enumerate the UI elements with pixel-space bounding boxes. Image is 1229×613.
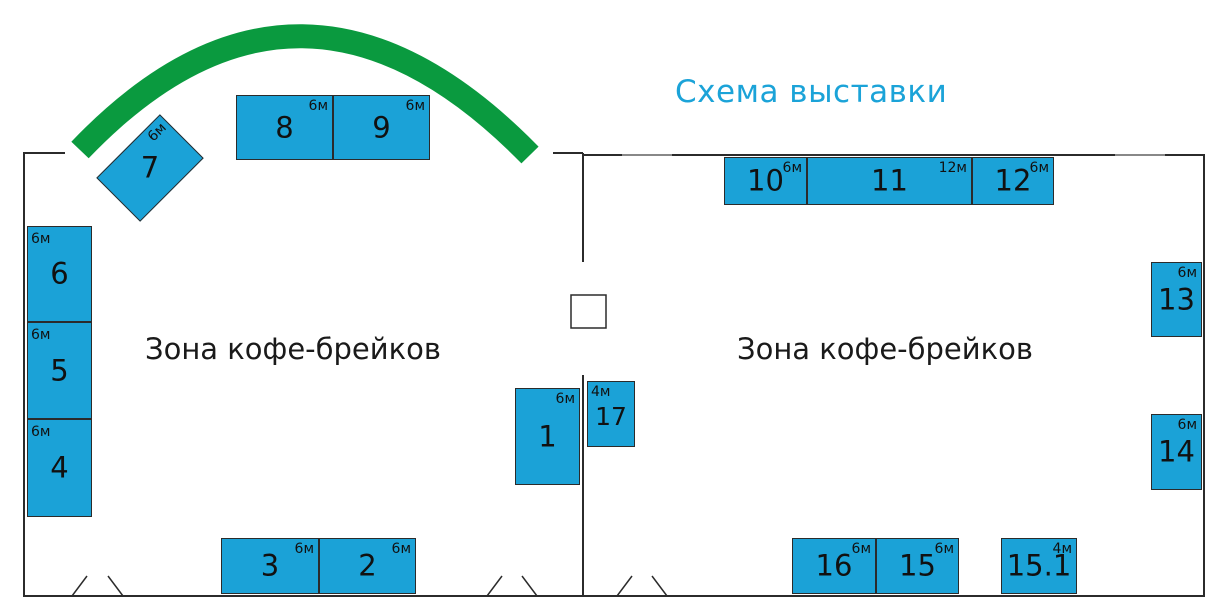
booth-area: 6м [294,541,314,557]
booth-number: 6 [50,256,69,291]
booth-area: 6м [31,231,51,247]
booth-number: 5 [50,353,69,387]
booth-area: 6м [934,541,954,557]
green-arch [71,24,539,164]
booth-area: 6м [391,541,411,557]
booth-number: 8 [275,110,294,144]
booth-12[interactable]: 12 6м [972,157,1054,205]
booth-number: 16 [815,548,853,583]
booth-15-1[interactable]: 15.1 4м [1001,538,1077,594]
coffee-break-zone-right: Зона кофе-брейков [737,332,1033,366]
booth-number: 13 [1158,282,1195,316]
booth-area: 4м [1052,541,1072,557]
booth-area: 6м [851,541,871,557]
booth-area: 6м [782,160,802,176]
booth-number: 1 [538,419,557,453]
page-title: Схема выставки [675,74,948,110]
booth-6[interactable]: 6 6м [27,226,92,322]
booth-1[interactable]: 1 6м [515,388,580,485]
booth-number: 14 [1158,434,1195,469]
booth-area: 6м [31,327,51,343]
booth-number: 15.1 [1006,548,1072,583]
booth-3[interactable]: 3 6м [221,538,319,594]
door-marks [71,575,668,597]
booth-16[interactable]: 16 6м [792,538,876,594]
booth-8[interactable]: 8 6м [236,95,333,160]
booth-area: 6м [405,98,425,114]
booth-area: 6м [144,119,170,145]
booth-number: 3 [260,548,280,583]
booth-number: 4 [50,450,69,485]
booth-number: 12 [994,163,1032,198]
booth-9[interactable]: 9 6м [333,95,430,160]
booth-number: 7 [140,150,160,185]
booth-13[interactable]: 13 6м [1151,262,1202,337]
booth-area: 6м [1029,160,1049,176]
booth-area: 6м [555,391,575,407]
left-hall-walls [23,152,584,597]
booth-5[interactable]: 5 6м [27,322,92,419]
booth-4[interactable]: 4 6м [27,419,92,517]
booth-area: 12м [938,160,967,176]
booth-number: 11 [871,163,908,198]
booth-number: 9 [372,110,391,144]
booth-number: 10 [747,163,784,198]
booth-area: 6м [31,424,51,440]
booth-14[interactable]: 14 6м [1151,414,1202,490]
booth-area: 6м [308,98,328,114]
column-pillar [570,294,607,329]
right-hall-walls [583,154,1205,597]
booth-number: 15 [899,548,936,583]
booth-area: 6м [1177,265,1197,281]
booth-10[interactable]: 10 6м [724,157,807,205]
booth-area: 6м [1177,417,1197,433]
booth-2[interactable]: 2 6м [319,538,416,594]
booth-15[interactable]: 15 6м [876,538,959,594]
coffee-break-zone-left: Зона кофе-брейков [145,332,441,366]
booth-area: 4м [591,384,611,400]
booth-11[interactable]: 11 12м [807,157,972,205]
booth-17[interactable]: 17 4м [587,381,635,447]
booth-number: 2 [358,548,377,583]
booth-number: 17 [595,402,627,431]
